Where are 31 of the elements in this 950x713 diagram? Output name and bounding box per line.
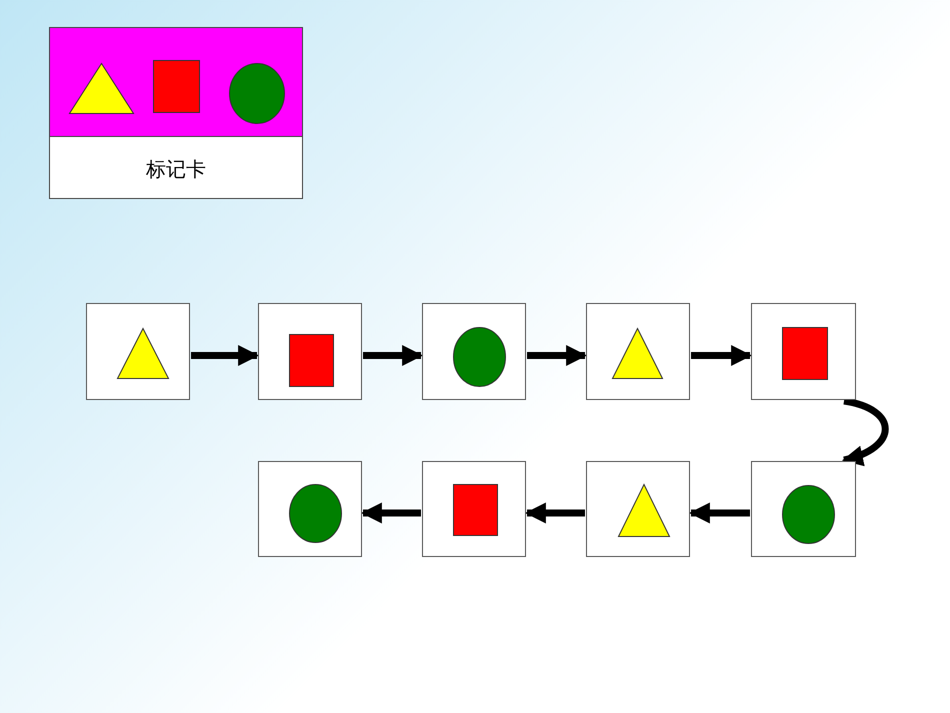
square xyxy=(289,334,334,387)
arrow xyxy=(191,345,260,366)
card-box xyxy=(751,461,856,557)
circle xyxy=(289,484,342,543)
circle xyxy=(229,63,285,124)
marker-card xyxy=(49,27,303,199)
card-box xyxy=(422,303,526,400)
arrow xyxy=(360,502,421,524)
arrow xyxy=(842,398,889,466)
card-box xyxy=(258,461,362,557)
card-box xyxy=(86,303,190,400)
triangle xyxy=(618,484,670,537)
arrow xyxy=(524,502,585,524)
card-box xyxy=(586,461,690,557)
triangle xyxy=(612,328,663,379)
triangle xyxy=(117,328,169,379)
card-box xyxy=(586,303,690,400)
circle xyxy=(453,327,506,387)
circle xyxy=(782,485,835,544)
square xyxy=(153,60,200,113)
card-box xyxy=(258,303,362,400)
square xyxy=(782,327,828,380)
arrow xyxy=(688,502,750,524)
arrow xyxy=(527,345,588,366)
card-box xyxy=(422,461,526,557)
arrow xyxy=(691,345,752,366)
triangle xyxy=(69,63,134,114)
arrow xyxy=(363,345,424,366)
card-label: 标记卡 xyxy=(146,156,206,183)
card-box xyxy=(751,303,856,400)
square xyxy=(453,484,498,536)
